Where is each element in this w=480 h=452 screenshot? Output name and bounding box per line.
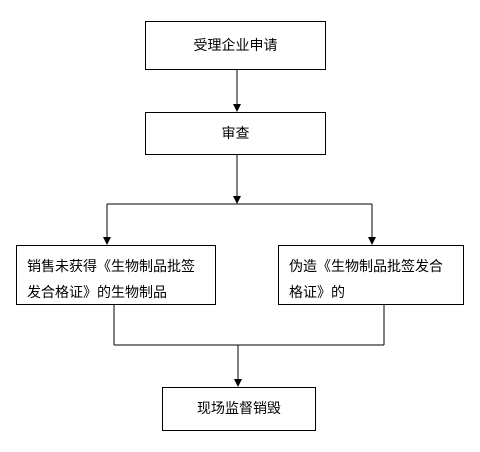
step-onsite-destruction-label: 现场监督销毁 (197, 401, 281, 417)
step-accept-application-label: 受理企业申请 (193, 37, 278, 54)
step-review-label: 审查 (221, 125, 250, 142)
branch-left-text-line2: 发合格证》的生物制品 (27, 285, 167, 301)
branch-forged-certificate: 伪造《生物制品批签发合 格证》的 (278, 245, 464, 305)
branch-right-text-line2: 格证》的 (289, 285, 345, 301)
step-onsite-destruction: 现场监督销毁 (162, 387, 316, 431)
branch-right-text-line1: 伪造《生物制品批签发合 (289, 259, 443, 275)
step-review: 审查 (145, 112, 326, 155)
branch-sell-uncertified-products: 销售未获得《生物制品批签 发合格证》的生物制品 (16, 245, 216, 305)
branch-left-text-line1: 销售未获得《生物制品批签 (27, 259, 195, 275)
step-accept-application: 受理企业申请 (145, 21, 326, 70)
